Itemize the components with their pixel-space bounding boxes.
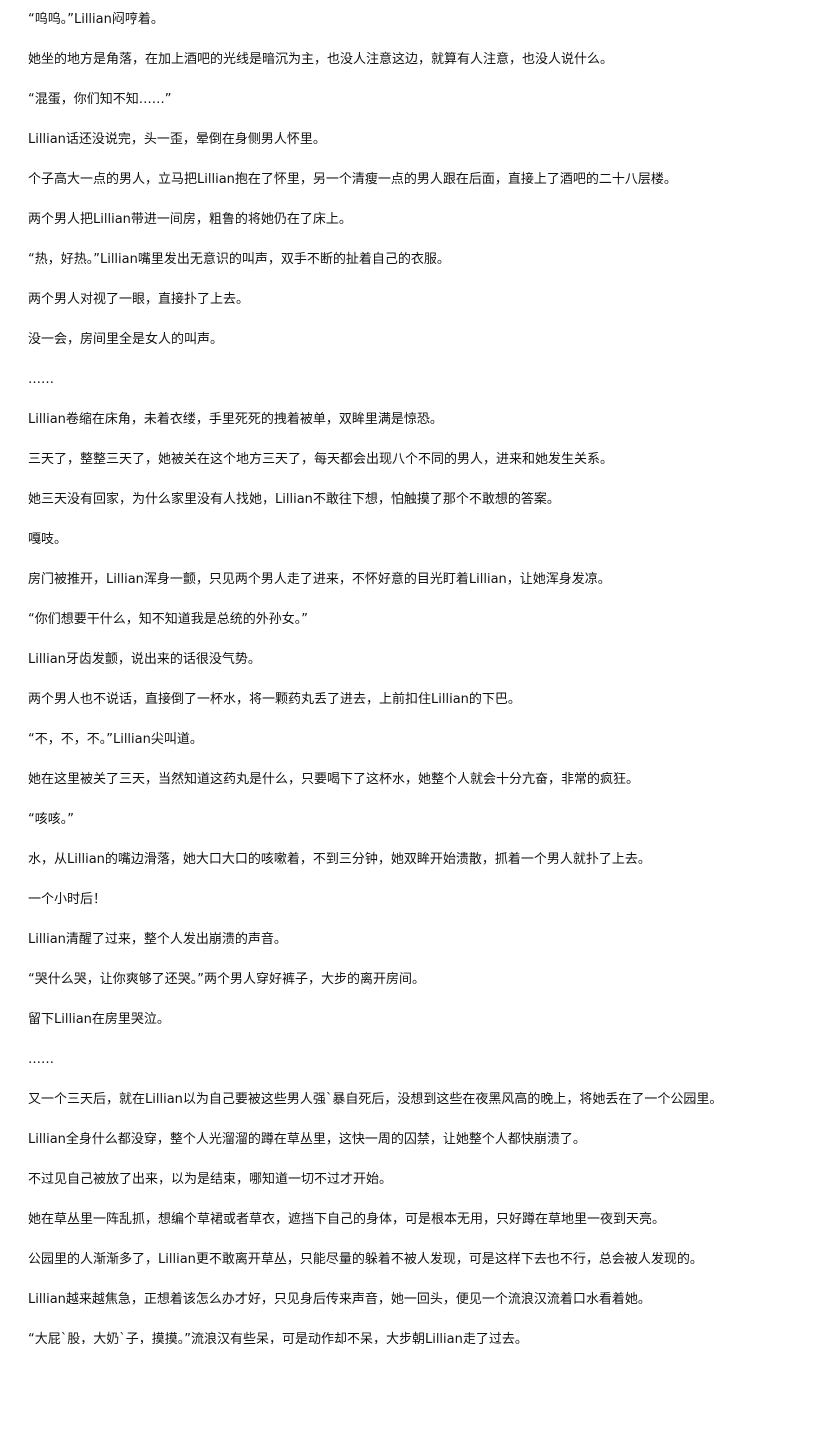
document-body: “呜呜。”Lillian闷哼着。她坐的地方是角落，在加上酒吧的光线是暗沉为主，也… <box>28 0 828 1344</box>
paragraph: 她坐的地方是角落，在加上酒吧的光线是暗沉为主，也没人注意这边，就算有人注意，也没… <box>28 52 614 67</box>
paragraph: Lillian全身什么都没穿，整个人光溜溜的蹲在草丛里，这快一周的囚禁，让她整个… <box>28 1132 586 1147</box>
paragraph: 房门被推开，Lillian浑身一颤，只见两个男人走了进来，不怀好意的目光盯着Li… <box>28 572 611 587</box>
paragraph: 两个男人也不说话，直接倒了一杯水，将一颗药丸丢了进去，上前扣住Lillian的下… <box>28 692 521 707</box>
paragraph: 不过见自己被放了出来，以为是结束，哪知道一切不过才开始。 <box>28 1172 393 1187</box>
paragraph: 一个小时后！ <box>28 892 107 907</box>
paragraph: 三天了，整整三天了，她被关在这个地方三天了，每天都会出现八个不同的男人，进来和她… <box>28 452 614 467</box>
paragraph: “呜呜。”Lillian闷哼着。 <box>28 12 164 27</box>
paragraph: “你们想要干什么，知不知道我是总统的外孙女。” <box>28 612 308 627</box>
paragraph: 公园里的人渐渐多了，Lillian更不敢离开草丛，只能尽量的躲着不被人发现，可是… <box>28 1252 703 1267</box>
paragraph: “大屁`股，大奶`子，摸摸。”流浪汉有些呆，可是动作却不呆，大步朝Lillian… <box>28 1332 528 1344</box>
paragraph: 没一会，房间里全是女人的叫声。 <box>28 332 224 347</box>
paragraph: “咳咳。” <box>28 812 74 827</box>
paragraph: “不，不，不。”Lillian尖叫道。 <box>28 732 203 747</box>
paragraph: 水，从Lillian的嘴边滑落，她大口大口的咳嗽着，不到三分钟，她双眸开始溃散，… <box>28 852 651 867</box>
paragraph: 两个男人对视了一眼，直接扑了上去。 <box>28 292 250 307</box>
paragraph: 她在这里被关了三天，当然知道这药丸是什么，只要喝下了这杯水，她整个人就会十分亢奋… <box>28 772 640 787</box>
paragraph: 嘎吱。 <box>28 532 68 547</box>
paragraph: Lillian卷缩在床角，未着衣缕，手里死死的拽着被单，双眸里满是惊恐。 <box>28 412 443 427</box>
paragraph: 两个男人把Lillian带进一间房，粗鲁的将她仍在了床上。 <box>28 212 352 227</box>
paragraph: 又一个三天后，就在Lillian以为自己要被这些男人强`暴自死后，没想到这些在夜… <box>28 1092 723 1107</box>
paragraph: “哭什么哭，让你爽够了还哭。”两个男人穿好裤子，大步的离开房间。 <box>28 972 425 987</box>
paragraph: 她在草丛里一阵乱抓，想编个草裙或者草衣，遮挡下自己的身体，可是根本无用，只好蹲在… <box>28 1212 666 1227</box>
paragraph: Lillian清醒了过来，整个人发出崩溃的声音。 <box>28 932 287 947</box>
paragraph: …… <box>28 1052 54 1067</box>
paragraph: “混蛋，你们知不知……” <box>28 92 172 107</box>
paragraph: …… <box>28 372 54 387</box>
paragraph: 留下Lillian在房里哭泣。 <box>28 1012 170 1027</box>
paragraph: Lillian越来越焦急，正想着该怎么办才好，只见身后传来声音，她一回头，便见一… <box>28 1292 651 1307</box>
paragraph: 个子高大一点的男人，立马把Lillian抱在了怀里，另一个清瘦一点的男人跟在后面… <box>28 172 677 187</box>
paragraph: Lillian牙齿发颤，说出来的话很没气势。 <box>28 652 261 667</box>
paragraph: Lillian话还没说完，头一歪，晕倒在身侧男人怀里。 <box>28 132 326 147</box>
paragraph: 她三天没有回家，为什么家里没有人找她，Lillian不敢往下想，怕触摸了那个不敢… <box>28 492 560 507</box>
paragraph: “热，好热。”Lillian嘴里发出无意识的叫声，双手不断的扯着自己的衣服。 <box>28 252 450 267</box>
